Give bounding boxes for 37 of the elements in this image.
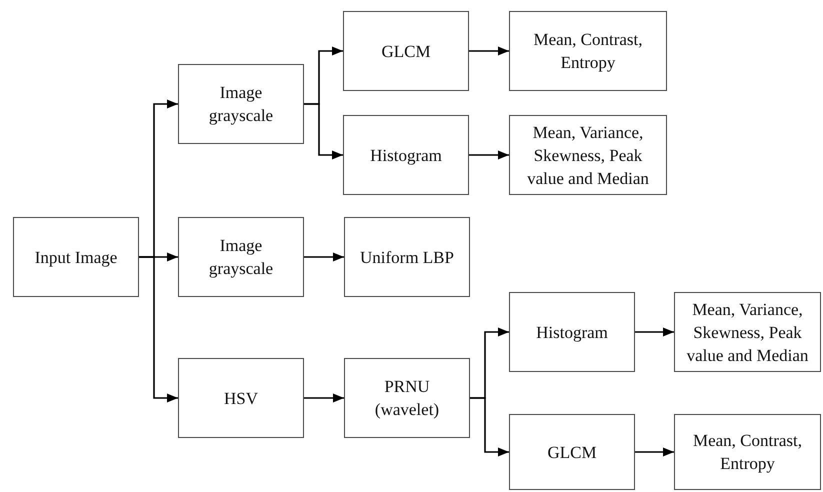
node-label: Image grayscale [208,235,274,280]
node-label: Image grayscale [208,82,274,127]
node-label: GLCM [547,442,597,464]
process-box [343,11,469,91]
arrow [304,394,344,402]
arrow [470,397,509,456]
node-label: HSV [224,388,258,410]
process-box [178,217,304,297]
arrow [469,150,509,160]
arrow [469,46,509,56]
arrow [304,252,344,262]
process-box [178,64,304,144]
node-label: Mean, Contrast, Entropy [692,430,804,475]
process-box [178,358,304,438]
node-label: Input Image [34,246,118,268]
process-box [674,414,821,490]
node-label: GLCM [381,40,431,62]
arrow [635,448,674,456]
process-box [509,292,635,372]
process-box [13,217,139,297]
process-box [509,414,635,490]
node-label: Mean, Variance, Skewness, Peak value and Median [686,298,810,366]
node-label: Mean, Contrast, Entropy [532,29,644,74]
node-label: Mean, Variance, Skewness, Peak value and Median [526,122,650,190]
arrow [139,256,178,402]
process-box [509,11,667,91]
process-box [674,292,821,372]
arrow [635,328,674,336]
node-label: Histogram [536,322,608,344]
process-box [344,358,470,438]
process-box [509,115,667,195]
node-label: Histogram [370,144,442,166]
arrow [304,103,343,160]
node-label: PRNU (wavelet) [374,376,440,421]
node-label: Uniform LBP [360,246,454,268]
process-box [343,115,469,195]
process-box [344,217,470,297]
